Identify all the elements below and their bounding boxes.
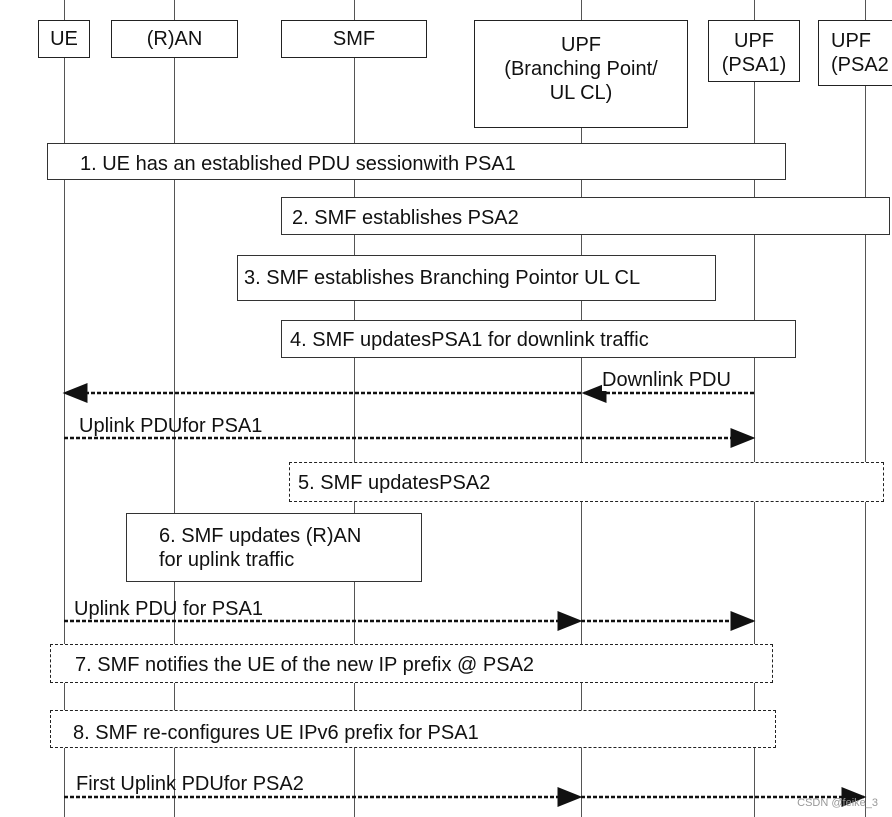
entity-ue: UE [38,20,90,58]
step-7: 7. SMF notifies the UE of the new IP pre… [50,644,773,683]
entity-upf-psa1: UPF (PSA1) [708,20,800,82]
step-8: 8. SMF re-configures UE IPv6 prefix for … [50,710,776,748]
label-uplink-pdu-2: Uplink PDU for PSA1 [74,598,263,620]
step-4: 4. SMF updatesPSA1 for downlink traffic [281,320,796,358]
step-3: 3. SMF establishes Branching Pointor UL … [237,255,716,301]
label-first-uplink-pdu: First Uplink PDUfor PSA2 [76,773,304,795]
step-5: 5. SMF updatesPSA2 [289,462,884,502]
entity-ran: (R)AN [111,20,238,58]
step-6: 6. SMF updates (R)AN for uplink traffic [126,513,422,582]
lifeline-upf-bp [581,0,582,817]
label-downlink-pdu: Downlink PDU [602,369,731,391]
lifeline-upf-psa2 [865,0,866,817]
lifeline-ue [64,0,65,817]
lifeline-upf-psa1 [754,0,755,817]
entity-upf-psa2: UPF (PSA2 [818,20,892,86]
step-2: 2. SMF establishes PSA2 [281,197,890,235]
watermark: CSDN @feike_3 [797,797,878,809]
label-uplink-pdu-1: Uplink PDUfor PSA1 [79,415,263,437]
step-1: 1. UE has an established PDU sessionwith… [47,143,786,180]
entity-upf-branching-point: UPF (Branching Point/ UL CL) [474,20,688,128]
lifeline-ran [174,0,175,817]
lifeline-smf [354,0,355,817]
entity-smf: SMF [281,20,427,58]
